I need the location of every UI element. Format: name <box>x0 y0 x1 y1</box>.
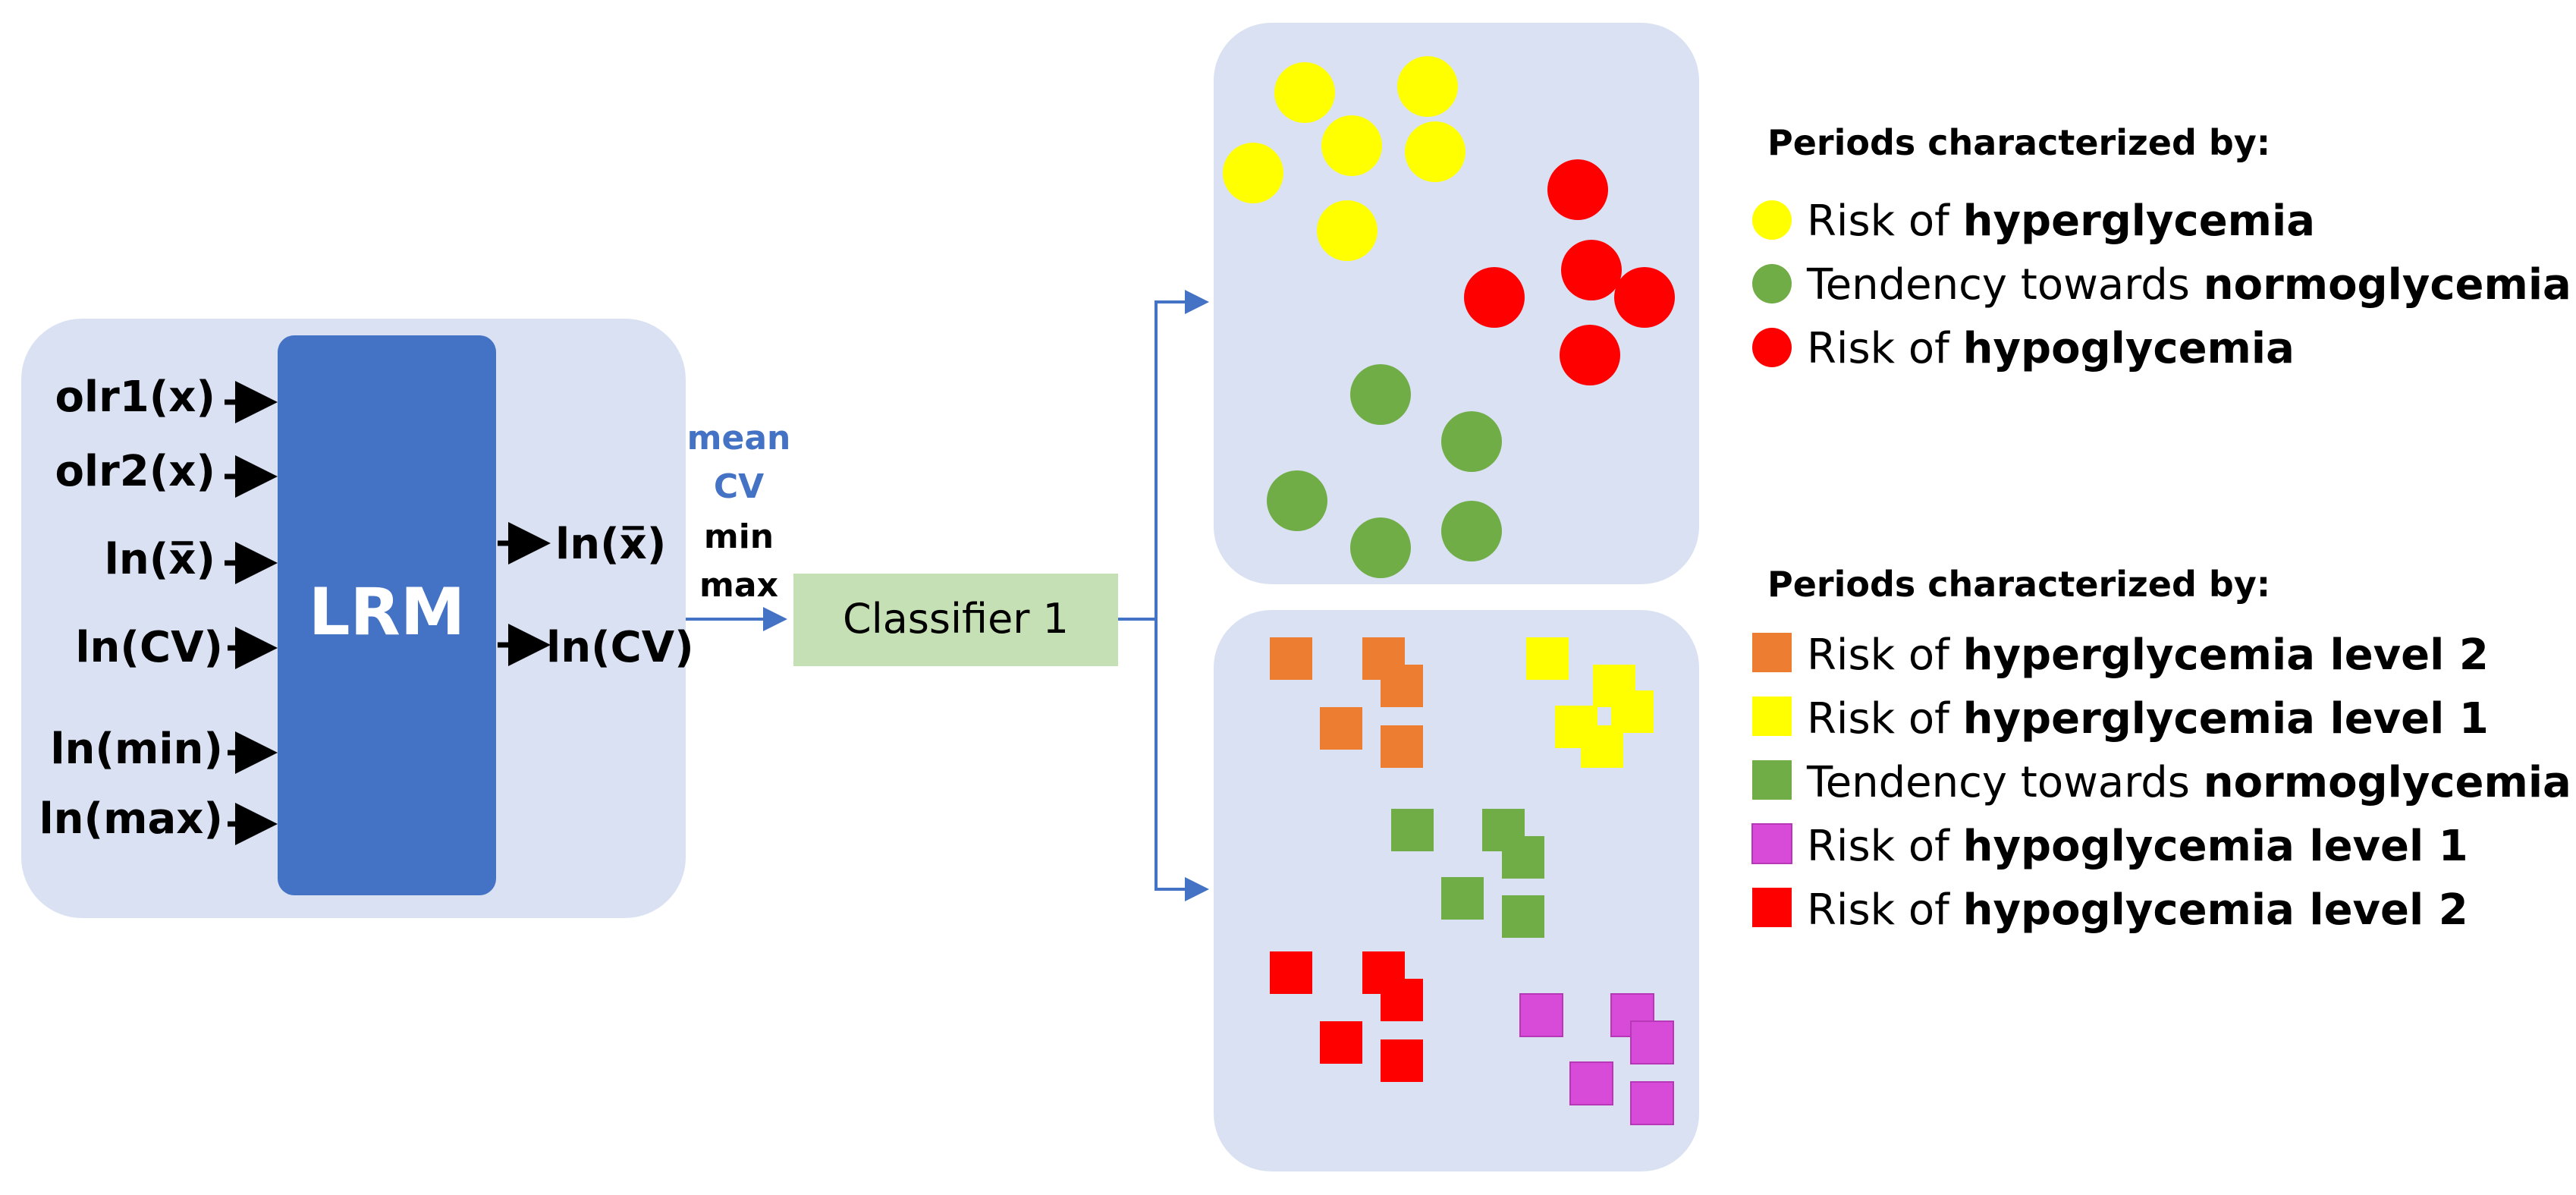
point-hyperglycemia <box>1223 143 1283 203</box>
point-normo <box>1502 836 1544 879</box>
legend-bottom-item-hypo-l1: Risk of hypoglycemia level 1 <box>1807 822 2468 871</box>
point-normo <box>1502 895 1544 938</box>
point-hyper-l1 <box>1581 725 1623 768</box>
point-hypoglycemia <box>1547 159 1608 220</box>
point-hypoglycemia <box>1561 240 1622 300</box>
input-ln-min: ln(min) <box>50 725 223 774</box>
point-hypo-l1 <box>1519 993 1563 1037</box>
input-olr1: olr1(x) <box>55 373 215 422</box>
point-hypoglycemia <box>1560 325 1620 385</box>
point-hyper-l2 <box>1381 725 1423 768</box>
point-normo <box>1391 809 1434 851</box>
extra-features: mean CV min max <box>687 419 791 605</box>
point-normoglycemia <box>1441 501 1502 561</box>
point-hypo-l1 <box>1569 1061 1613 1105</box>
cluster-points-top <box>1223 56 1675 578</box>
point-hypo-l2 <box>1381 1039 1423 1082</box>
point-hyperglycemia <box>1274 62 1335 123</box>
input-ln-cv: ln(CV) <box>75 623 223 672</box>
legend-top-swatch-hypoglycemia <box>1752 328 1792 367</box>
legend-top-swatch-normoglycemia <box>1752 264 1792 303</box>
feature-max: max <box>699 566 778 605</box>
legend-bottom: Periods characterized by: Risk of hyperg… <box>1751 564 2571 935</box>
legend-bottom-item-hyper-l2: Risk of hyperglycemia level 2 <box>1807 631 2489 680</box>
point-hyperglycemia <box>1321 115 1382 176</box>
point-hyperglycemia <box>1405 121 1465 182</box>
input-ln-mean: ln(x̅) <box>105 535 215 584</box>
legend-bottom-swatch-hypo-l1 <box>1751 823 1792 864</box>
lrm-box <box>278 335 496 895</box>
legend-bottom-swatch-hyper-l2 <box>1752 633 1792 672</box>
legend-top-swatch-hyperglycemia <box>1752 200 1792 240</box>
point-hypo-l1 <box>1630 1020 1674 1064</box>
legend-top-item-hypoglycemia: Risk of hypoglycemia <box>1807 324 2295 373</box>
legend-bottom-swatch-hypo-l2 <box>1752 888 1792 927</box>
branch-arrows <box>1118 290 1209 901</box>
output-ln-mean: ln(x̅) <box>555 520 666 569</box>
point-normo <box>1441 877 1484 920</box>
point-hyperglycemia <box>1397 56 1458 117</box>
input-ln-max: ln(max) <box>39 794 223 844</box>
point-normoglycemia <box>1350 517 1411 578</box>
lrm-inputs: olr1(x) olr2(x) ln(x̅) ln(CV) ln(min) ln… <box>39 373 278 845</box>
legend-top-item-hyperglycemia: Risk of hyperglycemia <box>1807 197 2315 246</box>
point-hyper-l2 <box>1381 665 1423 707</box>
classifier-box <box>793 574 1118 666</box>
legend-top-item-normoglycemia: Tendency towards normoglycemia <box>1806 260 2571 310</box>
point-hypo-l1 <box>1630 1081 1674 1125</box>
point-hypoglycemia <box>1614 267 1675 328</box>
point-hypoglycemia <box>1464 267 1525 328</box>
legend-top-heading: Periods characterized by: <box>1767 122 2270 163</box>
lrm-outputs: ln(x̅) ln(CV) <box>498 520 694 672</box>
legend-bottom-item-hyper-l1: Risk of hyperglycemia level 1 <box>1807 694 2489 744</box>
legend-bottom-item-hypo-l2: Risk of hypoglycemia level 2 <box>1807 885 2468 935</box>
feature-min: min <box>704 517 774 556</box>
lrm-title: LRM <box>309 574 466 650</box>
output-ln-cv: ln(CV) <box>546 623 694 672</box>
point-normoglycemia <box>1267 470 1327 531</box>
cluster-points-bottom <box>1270 637 1674 1125</box>
legend-top: Periods characterized by: Risk of hyperg… <box>1752 122 2571 373</box>
point-hypo-l2 <box>1320 1021 1362 1064</box>
point-hyper-l2 <box>1270 637 1312 680</box>
classifier-label: Classifier 1 <box>843 595 1069 643</box>
legend-bottom-swatch-normo <box>1752 760 1792 800</box>
point-hypo-l2 <box>1270 951 1312 994</box>
feature-cv: CV <box>714 467 764 506</box>
point-hypo-l2 <box>1381 979 1423 1021</box>
legend-bottom-heading: Periods characterized by: <box>1767 564 2270 605</box>
point-hyperglycemia <box>1317 200 1378 261</box>
point-hyper-l2 <box>1320 707 1362 750</box>
legend-bottom-swatch-hyper-l1 <box>1752 697 1792 736</box>
feature-mean: mean <box>687 419 791 458</box>
point-hyper-l1 <box>1526 637 1569 680</box>
legend-bottom-item-normo: Tendency towards normoglycemia <box>1806 758 2571 807</box>
input-olr2: olr2(x) <box>55 447 215 496</box>
point-normoglycemia <box>1350 364 1411 425</box>
point-normoglycemia <box>1441 411 1502 472</box>
